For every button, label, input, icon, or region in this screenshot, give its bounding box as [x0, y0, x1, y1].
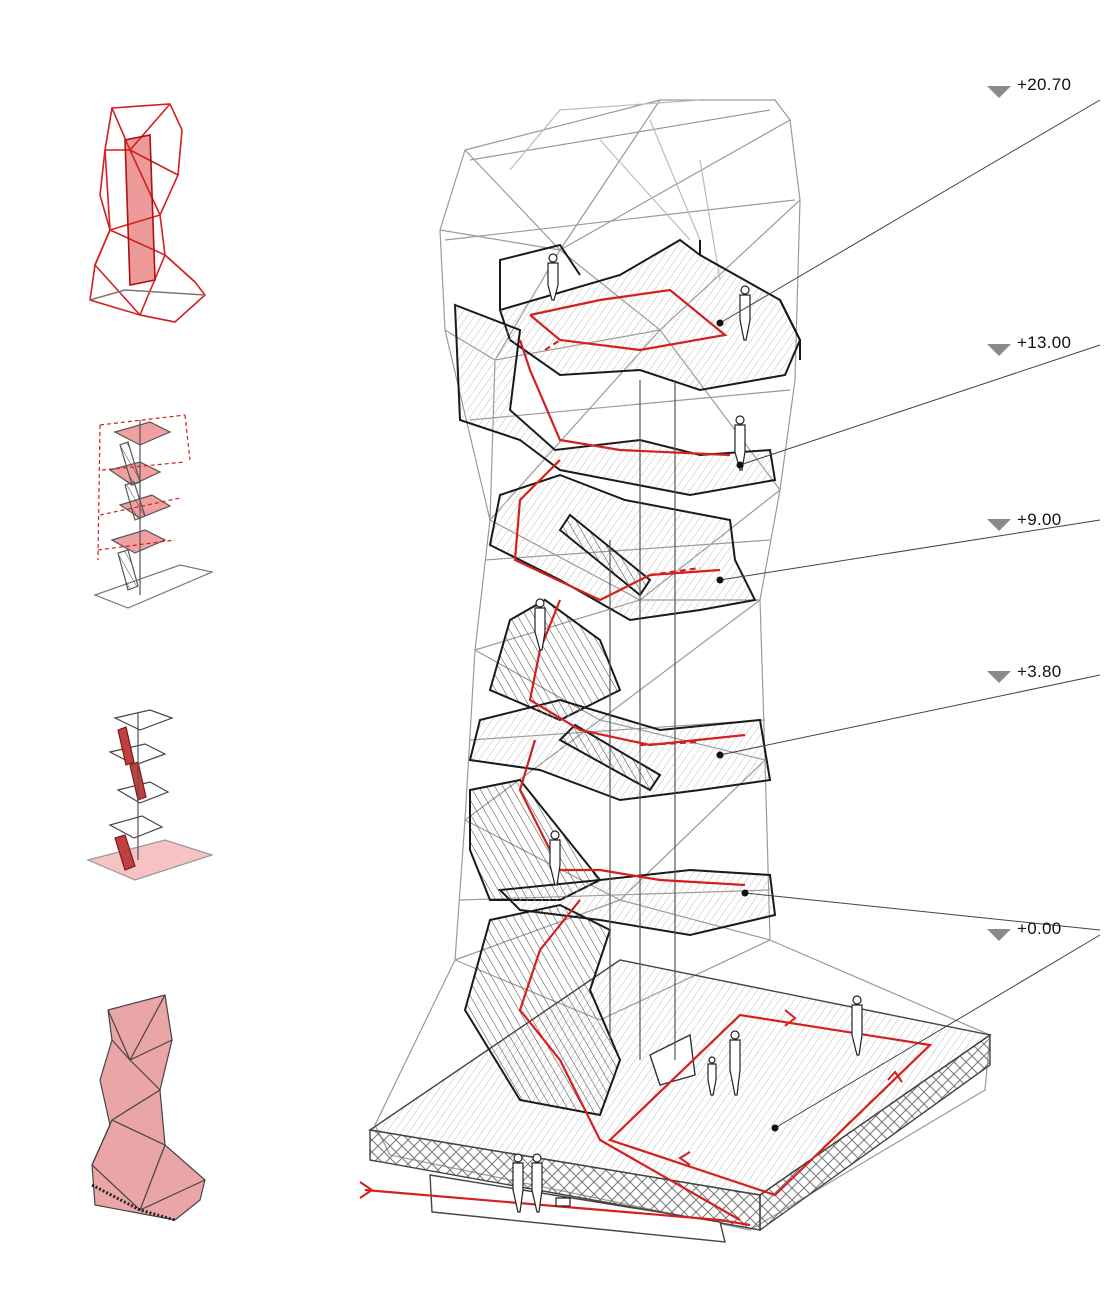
figure-5 [549, 830, 561, 886]
figure-7 [729, 1030, 741, 1096]
level-label-9-00: +9.00 [1017, 510, 1062, 529]
level-marker-icon [987, 86, 1011, 98]
figure-4 [534, 598, 546, 651]
figure-9 [512, 1153, 524, 1213]
level-label-3-80: +3.80 [1017, 662, 1062, 681]
ground-platform [368, 959, 992, 1243]
level-label-0-00: +0.00 [1017, 919, 1062, 938]
level-label-20-70: +20.70 [1017, 75, 1072, 94]
human-figures [512, 253, 863, 1213]
figure-3 [734, 415, 746, 471]
figure-8 [707, 1056, 717, 1096]
leader-lines [719, 99, 1101, 1129]
level-marker-icon [987, 671, 1011, 683]
leader-dots [716, 319, 779, 1132]
thumbnail-stairs [86, 709, 214, 881]
figure-1 [547, 253, 559, 301]
figure-2 [739, 285, 751, 341]
thumbnail-structure [89, 103, 207, 323]
tower-floors [453, 238, 802, 1117]
figure-10 [531, 1153, 543, 1213]
thumbnail-shell [91, 994, 206, 1222]
level-marker-icon [987, 344, 1011, 356]
level-label-13-00: +13.00 [1017, 333, 1072, 352]
thumbnail-floors [93, 414, 214, 609]
figure-6 [851, 995, 863, 1056]
figure-dog [555, 1197, 571, 1207]
level-marker-icon [987, 519, 1011, 531]
level-marker-icon [987, 929, 1011, 941]
